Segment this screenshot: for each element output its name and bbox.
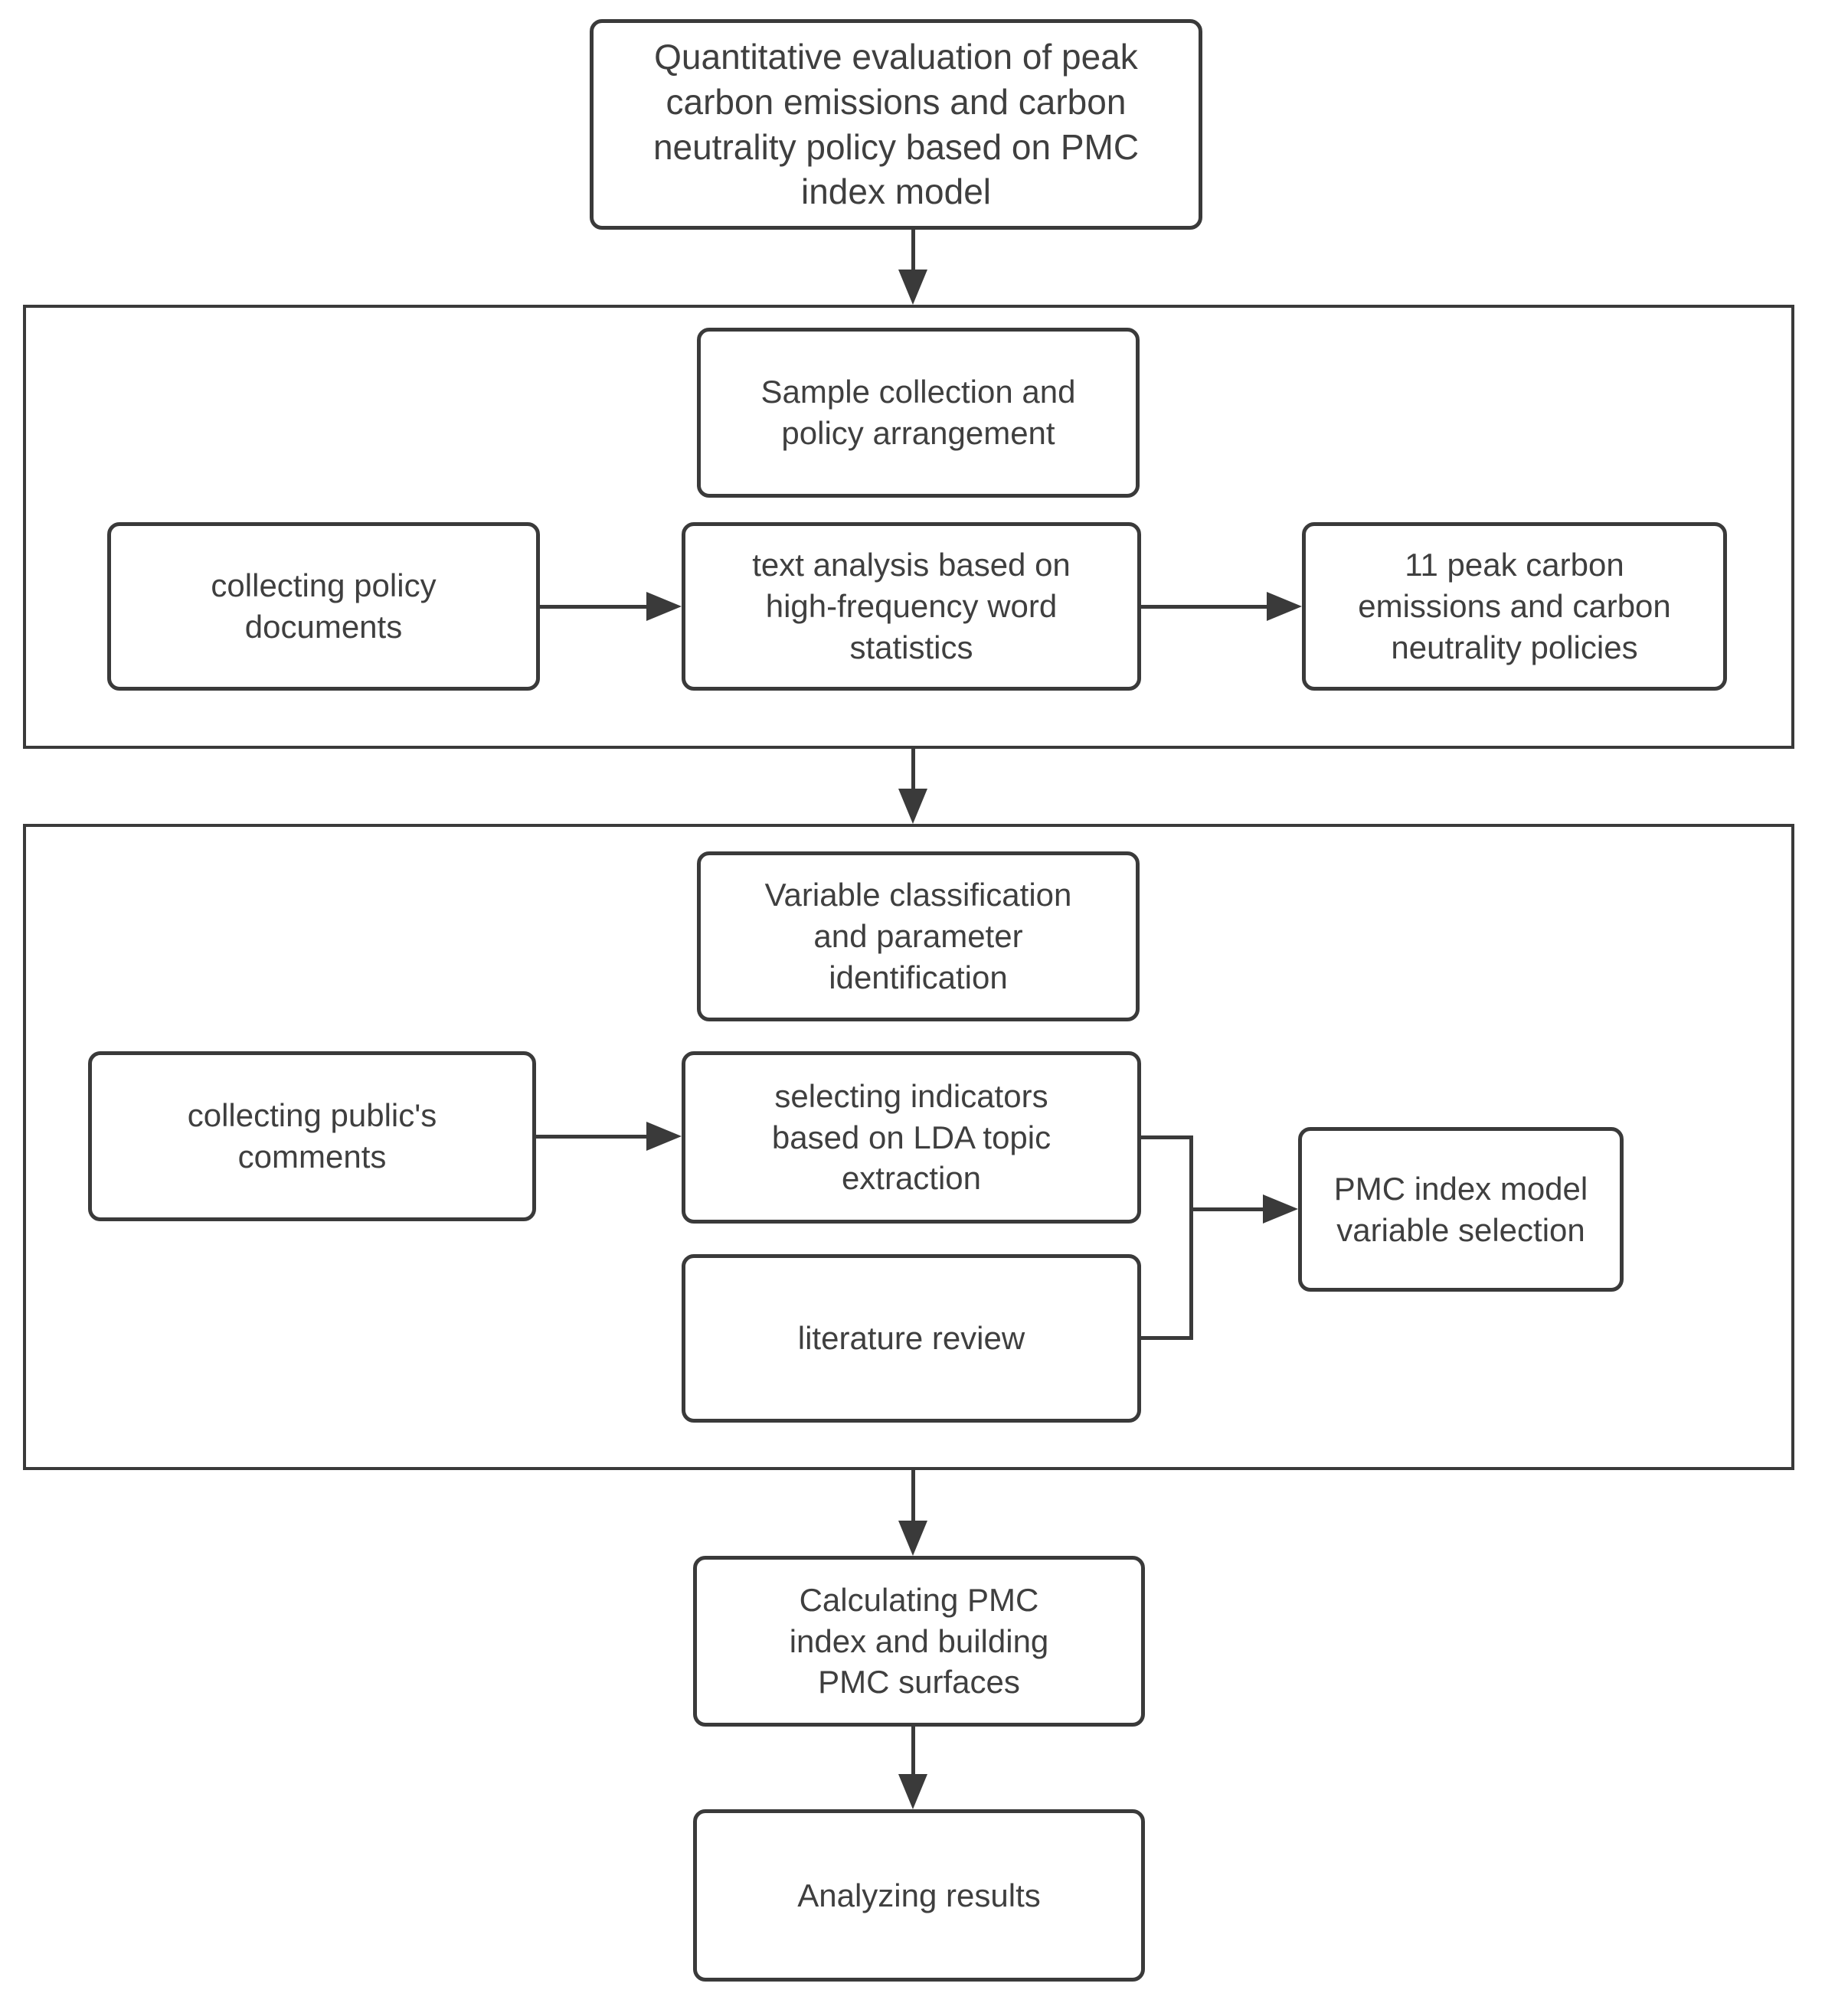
node-analyzing-results: Analyzing results [693,1809,1145,1982]
connector-stage2-to-calculating-line [911,1469,915,1522]
connector-policy-to-analysis-line [538,605,649,609]
connector-title-to-stage1-line [911,228,915,273]
node-calculating-pmc: Calculating PMC index and building PMC s… [693,1556,1145,1727]
connector-merge-vertical-line [1189,1135,1193,1340]
arrowhead-down-icon [898,1521,927,1556]
node-literature-review: literature review [682,1254,1141,1423]
connector-calculating-to-analyzing-line [911,1725,915,1776]
arrowhead-right-icon [646,1122,682,1151]
arrowhead-down-icon [898,270,927,305]
connector-merge-to-pmc-line [1189,1207,1264,1211]
node-title: Quantitative evaluation of peak carbon e… [590,19,1202,230]
node-pmc-variable-selection: PMC index model variable selection [1298,1127,1624,1292]
arrowhead-right-icon [1263,1194,1298,1224]
node-selecting-indicators: selecting indicators based on LDA topic … [682,1051,1141,1224]
arrowhead-down-icon [898,789,927,824]
arrowhead-right-icon [646,592,682,621]
node-collecting-policy-documents: collecting policy documents [107,522,540,691]
node-sample-collection: Sample collection and policy arrangement [697,328,1140,498]
node-text-analysis: text analysis based on high-frequency wo… [682,522,1141,691]
arrowhead-down-icon [898,1774,927,1809]
connector-analysis-to-policies-line [1140,605,1270,609]
node-collecting-public-comments: collecting public's comments [88,1051,536,1221]
connector-literature-branch-line [1140,1336,1193,1340]
node-variable-classification: Variable classification and parameter id… [697,851,1140,1021]
arrowhead-right-icon [1267,592,1302,621]
connector-comments-to-indicators-line [535,1135,649,1139]
stage2-frame [23,824,1794,1470]
connector-indicators-branch-line [1140,1135,1193,1139]
connector-stage1-to-stage2-line [911,747,915,790]
node-peak-policies: 11 peak carbon emissions and carbon neut… [1302,522,1727,691]
stage1-frame [23,305,1794,749]
